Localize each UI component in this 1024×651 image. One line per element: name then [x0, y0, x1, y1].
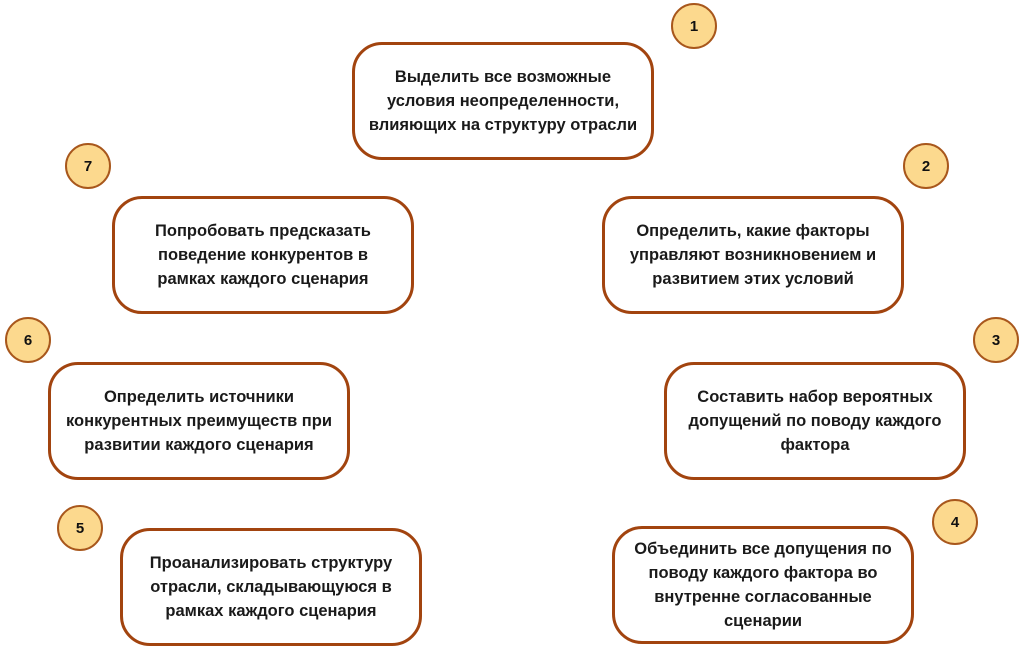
step-1-text: Выделить все возможные условия неопредел…: [368, 68, 638, 134]
step-5-text: Проанализировать структуру отрасли, скла…: [149, 554, 393, 620]
step-4-box: Объединить все допущения по поводу каждо…: [612, 526, 914, 644]
step-1-badge: 1: [671, 3, 717, 49]
step-3-box: Составить набор вероятных допущений по п…: [664, 362, 966, 480]
step-6-badge: 6: [5, 317, 51, 363]
step-1-box: Выделить все возможные условия неопредел…: [352, 42, 654, 160]
step-2-text: Определить, какие факторы управляют возн…: [629, 222, 877, 288]
step-2-badge: 2: [903, 143, 949, 189]
step-5-box: Проанализировать структуру отрасли, скла…: [120, 528, 422, 646]
step-4-text: Объединить все допущения по поводу каждо…: [634, 540, 892, 630]
step-6-text: Определить источники конкурентных преиму…: [65, 388, 332, 454]
step-5-badge: 5: [57, 505, 103, 551]
step-2-box: Определить, какие факторы управляют возн…: [602, 196, 904, 314]
step-7-text: Попробовать предсказать поведение конкур…: [155, 222, 371, 288]
step-7-box: Попробовать предсказать поведение конкур…: [112, 196, 414, 314]
step-3-text: Составить набор вероятных допущений по п…: [688, 388, 942, 454]
step-7-badge: 7: [65, 143, 111, 189]
step-3-badge: 3: [973, 317, 1019, 363]
step-4-badge: 4: [932, 499, 978, 545]
step-6-box: Определить источники конкурентных преиму…: [48, 362, 350, 480]
